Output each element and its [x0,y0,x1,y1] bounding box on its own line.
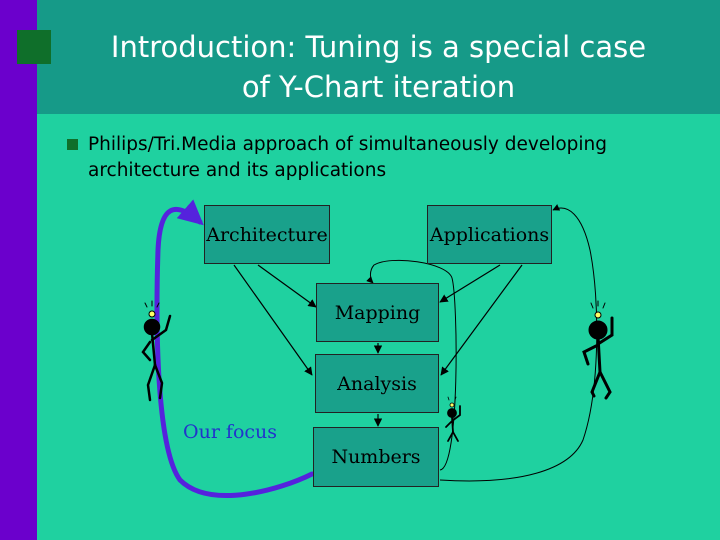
our-focus-label: Our focus [183,421,278,443]
architecture-box: Architecture [204,205,330,264]
focus-loop-arrow [154,199,315,498]
left-accent-bar [0,0,37,540]
stick-figure-thinking-icon [582,300,614,400]
analysis-label: Analysis [337,372,417,395]
title-line-1: Introduction: Tuning is a special case [110,30,647,64]
arrow-applications-to-mapping [439,264,501,303]
arrow-architecture-to-analysis [233,264,313,376]
feedback-numbers-to-applications [439,204,598,482]
analysis-box: Analysis [315,354,439,413]
stick-figure-thinking-icon [445,396,461,442]
title-line-2: of Y-Chart iteration [241,70,516,104]
mapping-box: Mapping [316,283,439,342]
title-square-bullet [17,30,51,64]
bullet-text: Philips/Tri.Media approach of simultaneo… [88,134,608,181]
architecture-label: Architecture [206,223,328,246]
arrow-applications-to-analysis [440,264,523,376]
numbers-label: Numbers [331,446,421,468]
slide-title: Introduction: Tuning is a special case o… [37,27,720,107]
applications-label: Applications [429,223,550,246]
mapping-label: Mapping [334,301,421,324]
title-band [37,0,720,114]
stick-figure-thinking-icon [141,300,172,402]
bullet-square-icon [67,139,78,150]
arrow-architecture-to-mapping [257,264,317,308]
applications-box: Applications [427,205,552,264]
numbers-box: Numbers [313,427,439,487]
